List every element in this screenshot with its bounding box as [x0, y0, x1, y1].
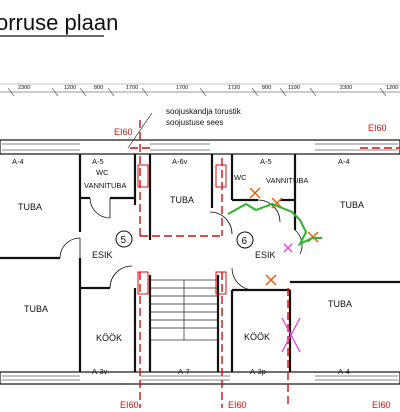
stairwell — [149, 279, 219, 341]
room-kook-left: KÖÖK — [96, 333, 122, 343]
room-esik-right: ESIK — [255, 250, 276, 260]
interior-walls — [0, 154, 400, 372]
apartment-6-number: 6 — [242, 236, 248, 247]
room-tuba-left-bottom: TUBA — [24, 304, 48, 314]
markup-orange-crosses — [249, 187, 319, 286]
apartment-5-marker — [115, 230, 133, 248]
dim-9: 2300 — [340, 85, 352, 91]
dim-7: 800 — [262, 85, 271, 91]
note-leader — [127, 112, 153, 149]
dim-4: 1700 — [126, 85, 138, 91]
outer-walls — [0, 139, 400, 385]
dim-5: 1700 — [176, 85, 188, 91]
room-wc-right: WC — [234, 173, 247, 182]
dim-8: 1190 — [288, 85, 300, 91]
room-tuba-left-top: TUBA — [18, 202, 42, 212]
door-swings — [59, 197, 303, 291]
fire-separation-lines — [130, 120, 400, 408]
room-code-a3v: A-3v — [92, 367, 108, 376]
room-code-a5-left: A-5 — [92, 157, 104, 166]
dimension-line: 2300 1200 800 1700 1700 1720 800 1190 23… — [0, 83, 400, 97]
room-kook-right: KÖÖK — [244, 332, 270, 342]
room-vannituba-right: VANNITUBA — [266, 176, 308, 185]
room-wc-left: WC — [96, 168, 109, 177]
room-code-a5-right: A-5 — [260, 157, 272, 166]
dim-3: 800 — [94, 85, 103, 91]
room-vannituba-left: VANNITUBA — [84, 181, 126, 190]
apartment-5-number: 5 — [121, 235, 127, 246]
room-code-a6v: A-6v — [172, 157, 188, 166]
room-tuba-center: TUBA — [170, 195, 194, 205]
note-line-1: soojuskandja torustik — [166, 107, 242, 116]
room-tuba-right-bottom: TUBA — [328, 299, 352, 309]
fire-rating-bottom-right: EI60 — [372, 400, 391, 410]
room-code-a4-right-top: A-4 — [338, 157, 350, 166]
dim-10: 1200 — [386, 85, 398, 91]
note-line-2: soojustuse sees — [166, 118, 223, 127]
fire-rating-bottom-left: EI60 — [120, 400, 139, 410]
fire-rating-top-left: EI60 — [114, 127, 133, 137]
room-code-a7: A-7 — [178, 367, 190, 376]
shaft-boxes — [137, 164, 227, 295]
room-code-a4-left-top: A-4 — [12, 157, 24, 166]
fire-rating-bottom-mid: EI60 — [228, 400, 247, 410]
dim-6: 1720 — [228, 85, 240, 91]
room-esik-left: ESIK — [92, 250, 113, 260]
markup-green-line — [227, 202, 322, 247]
room-tuba-right-top: TUBA — [340, 200, 364, 210]
dim-1: 2300 — [18, 85, 30, 91]
dim-2: 1200 — [64, 85, 76, 91]
plan-title: orruse plaan — [0, 10, 118, 35]
apartment-6-marker — [236, 231, 254, 249]
fire-rating-top-right: EI60 — [368, 123, 387, 133]
room-code-a3p: A-3p — [250, 367, 266, 376]
room-code-a4-right-bottom: A-4 — [338, 367, 350, 376]
markup-magenta-marks — [281, 243, 301, 353]
